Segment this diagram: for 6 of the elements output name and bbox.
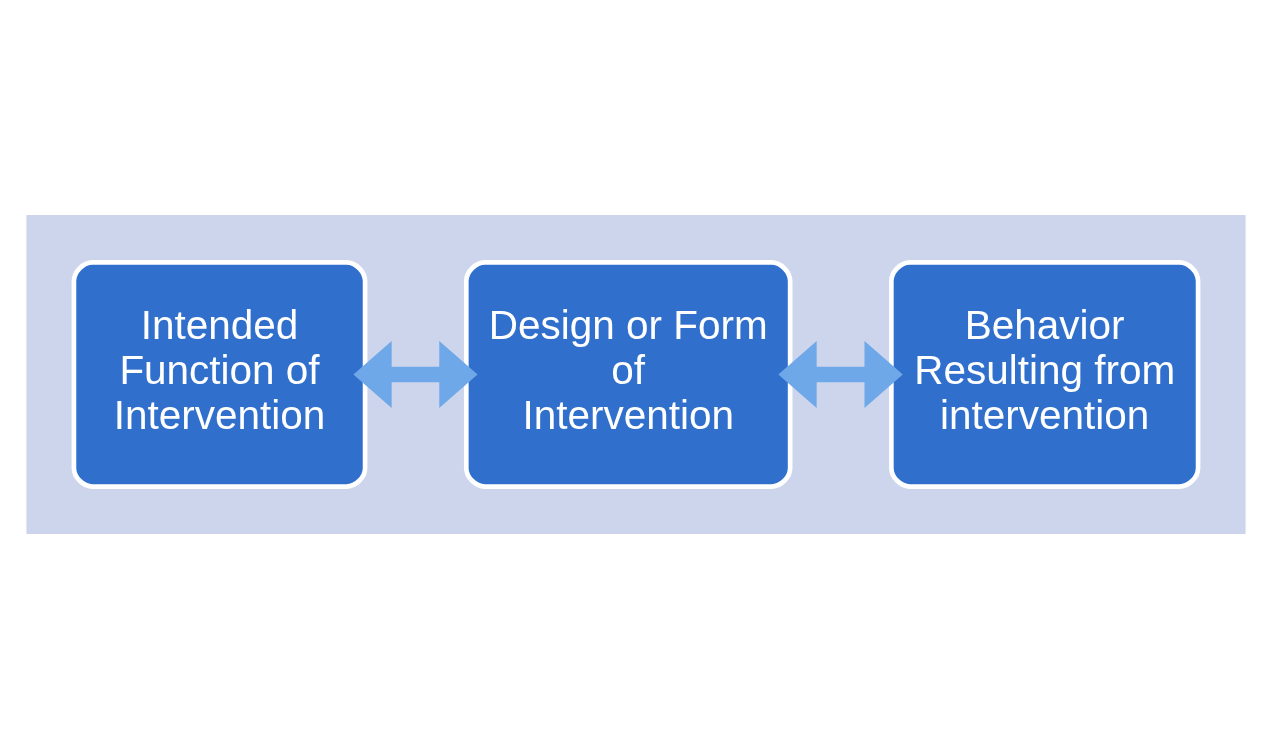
node-box: Design or Form of Intervention (463, 259, 793, 489)
cluster (26, 214, 1246, 534)
node-box: Intended Function of Intervention (71, 259, 368, 489)
arrow (778, 340, 903, 408)
node-box: Behavior Resulting from intervention (889, 259, 1201, 489)
arrow (353, 340, 478, 408)
